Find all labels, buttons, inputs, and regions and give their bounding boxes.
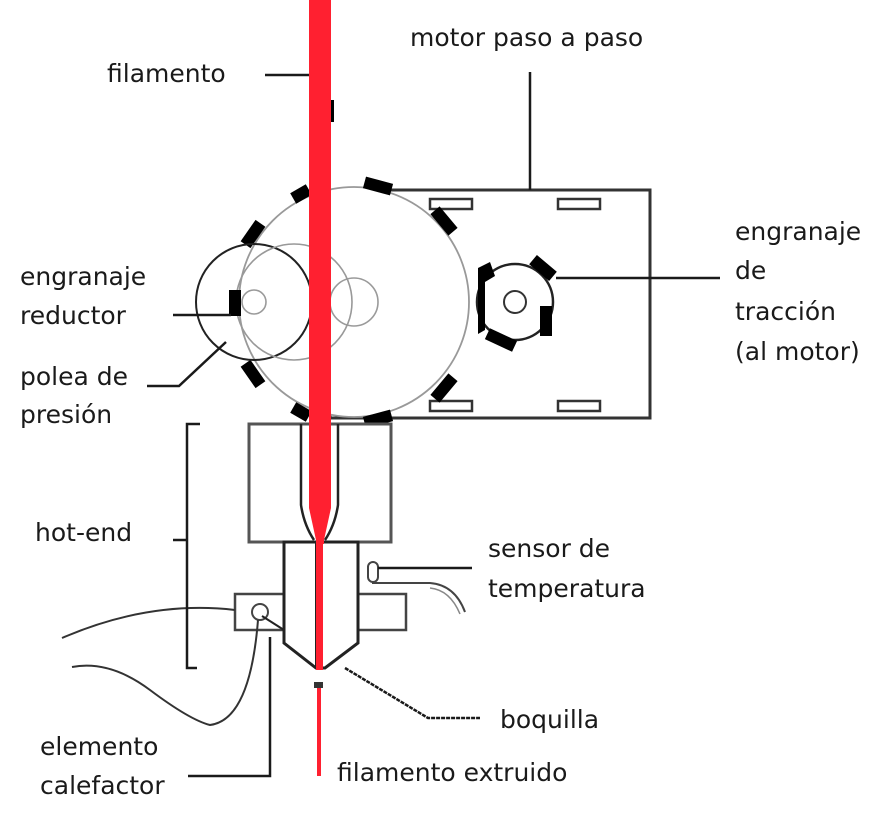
label-filamento: filamento	[107, 59, 226, 88]
label-boquilla: boquilla	[500, 705, 599, 734]
reduction-gear	[238, 176, 470, 429]
label-polea-1: polea de	[20, 362, 128, 391]
label-calefactor-1: elemento	[40, 732, 158, 761]
label-traccion-2: de	[735, 256, 766, 285]
label-hotend: hot-end	[35, 518, 132, 547]
label-reductor-1: engranaje	[20, 262, 146, 291]
label-calefactor-2: calefactor	[40, 771, 165, 800]
label-reductor-2: reductor	[20, 301, 127, 330]
pressure-pulley	[195, 243, 353, 361]
filament	[309, 0, 334, 776]
label-traccion-4: (al motor)	[735, 337, 860, 366]
label-sensor-1: sensor de	[488, 534, 610, 563]
leader-lines	[147, 72, 720, 778]
label-polea-2: presión	[20, 400, 112, 429]
label-sensor-2: temperatura	[488, 574, 646, 603]
heater-wires	[61, 606, 285, 727]
gear-teeth	[240, 176, 458, 429]
labels: filamento motor paso a paso engranaje de…	[20, 23, 861, 800]
label-extruido: filamento extruido	[337, 758, 567, 787]
label-traccion-3: tracción	[735, 297, 836, 326]
label-motor: motor paso a paso	[410, 23, 643, 52]
drive-gear	[475, 255, 557, 352]
heater-block	[233, 592, 408, 632]
temperature-sensor	[367, 561, 472, 615]
label-traccion-1: engranaje	[735, 217, 861, 246]
